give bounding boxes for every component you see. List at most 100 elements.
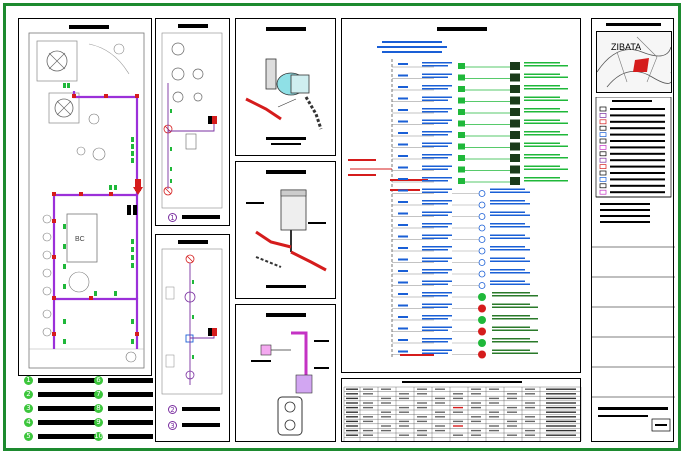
branch-label-bar (422, 223, 452, 225)
table-cell-text (546, 429, 576, 432)
legend-symbol (599, 119, 607, 125)
table-cell-text (363, 429, 373, 432)
circuit-label-bar (524, 99, 568, 101)
table-cell-text (346, 411, 358, 413)
table-cell-text (471, 434, 481, 436)
branch-label-bar (422, 338, 452, 340)
upper-small-plan-drawing (161, 32, 223, 209)
table-cell-text (381, 425, 391, 427)
table-cell-text (417, 393, 427, 395)
fixture-label-bar (490, 257, 525, 259)
branch-tag (398, 74, 408, 77)
motor-label-bar (492, 306, 538, 308)
table-cell-text (546, 416, 576, 418)
branch-label-bar (422, 203, 448, 205)
table-cell-text (363, 416, 373, 418)
table-cell-text (453, 411, 463, 413)
motor-label-bar (492, 315, 530, 317)
legend-text-bar (38, 392, 98, 397)
circuit-label-bar (524, 131, 560, 133)
table-cell-text (399, 393, 409, 395)
table-cell-text (489, 429, 499, 432)
floor-plan-title-bar (69, 25, 109, 29)
schematic-header-line (382, 51, 442, 53)
table-cell-text (525, 406, 535, 409)
fixture-label-bar (490, 269, 525, 271)
branch-tag (398, 201, 408, 203)
branch-tag (398, 327, 408, 330)
legend-text-bar (610, 146, 665, 149)
panel-icon (510, 154, 520, 162)
fixture-label-bar (490, 214, 530, 216)
table-cell-text (453, 393, 463, 395)
floor-plan-drawing: BC (28, 32, 145, 369)
title-block-header-bar (606, 23, 661, 26)
table-cell-text (381, 402, 391, 404)
table-cell-text (453, 406, 463, 409)
fixture-label-bar (490, 203, 530, 205)
circuit-label-bar (524, 157, 568, 159)
legend-text-bar (108, 434, 153, 439)
branch-label-bar (422, 214, 448, 216)
circuit-label-bar (524, 177, 560, 179)
branch-label-bar (422, 329, 448, 331)
table-cell-text (471, 406, 481, 409)
upper-small-plan-panel: 1 (155, 18, 230, 226)
table-cell-text (435, 388, 445, 390)
fixture-label-bar (490, 188, 525, 190)
fixture-label-bar (490, 211, 525, 213)
table-cell-text (489, 411, 499, 413)
branch-label-bar (422, 283, 448, 285)
breaker-icon (458, 109, 465, 115)
legend-symbol (599, 113, 607, 118)
branch-label-bar (422, 96, 452, 98)
sheet-number-bar (655, 424, 667, 426)
legend-symbol (599, 189, 607, 195)
branch-label-bar (422, 99, 448, 101)
legend-number: 8 (94, 404, 103, 413)
panel-icon (510, 96, 520, 105)
legend-symbol (599, 106, 607, 112)
table-cell-text (381, 411, 391, 413)
branch-tag (398, 143, 408, 146)
detail-number-badge: 1 (168, 213, 177, 222)
branch-label-bar (422, 246, 452, 248)
circuit-label-bar (524, 73, 560, 75)
table-cell-text (525, 434, 535, 436)
table-cell-text (453, 420, 463, 423)
table-cell-text (399, 434, 409, 436)
branch-label-bar (422, 249, 448, 251)
fixture-label-bar (490, 280, 525, 282)
branch-tag (398, 132, 408, 134)
table-cell-text (399, 397, 409, 400)
panel-icon (510, 62, 520, 70)
schematic-footer-bar (400, 354, 434, 356)
branch-tag (398, 155, 408, 157)
fixture-icon (478, 190, 486, 197)
riser-schematic-panel (341, 18, 581, 373)
fixture-label-bar (490, 200, 525, 202)
branch-label-bar (422, 180, 448, 182)
legend-text-bar (610, 159, 665, 162)
sheet-number-box (651, 418, 671, 432)
motor-icon (478, 304, 486, 313)
motor-icon (478, 293, 486, 301)
riser-schematic (348, 41, 568, 359)
legend-symbol (599, 132, 607, 137)
motor-icon (478, 350, 486, 359)
circuit-label-bar (524, 165, 560, 167)
branch-label-bar (422, 111, 448, 113)
table-cell-text (453, 434, 463, 436)
branch-label-bar (422, 188, 452, 190)
pump-detail-title-bar (266, 27, 306, 31)
fixture-label-bar (490, 191, 530, 193)
schematic-title-bar (437, 27, 487, 31)
fixture-icon (478, 282, 486, 289)
legend-number: 2 (24, 390, 33, 399)
legend-text-bar (610, 127, 665, 130)
table-cell-text (546, 425, 576, 427)
legend-text-bar (108, 420, 153, 425)
note-text-bar (600, 221, 650, 223)
legend-text-bar (108, 378, 153, 383)
legend-symbol (599, 151, 607, 157)
